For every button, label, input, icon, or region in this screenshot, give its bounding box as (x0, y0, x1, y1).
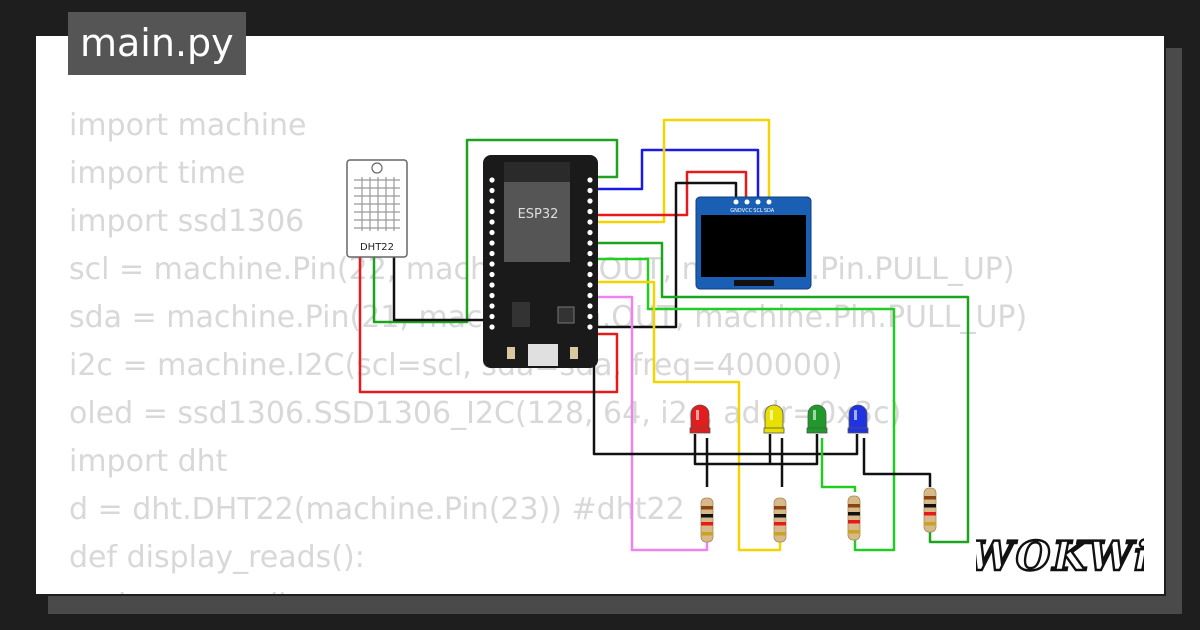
code-line: import ssd1306 (69, 204, 305, 239)
leds (689, 404, 869, 434)
wire-black-led4 (862, 438, 932, 487)
esp32-pin-left (489, 208, 495, 215)
oled-pin-labels: GND VCC SCL SDA (730, 208, 774, 214)
esp32-pin-left (489, 198, 495, 204)
oled-pin-gnd: GND (730, 208, 742, 214)
dht22-sensor[interactable]: DHT22 (346, 159, 408, 258)
esp32-label: ESP32 (518, 207, 559, 222)
wire-yellow-res2 (598, 280, 782, 552)
wire-black-bus (693, 434, 819, 466)
resistor[interactable] (923, 487, 937, 533)
wire-red-oled (598, 170, 748, 217)
led[interactable] (806, 404, 828, 434)
wire-red-dht (358, 257, 619, 394)
esp32-pin-right (587, 292, 593, 299)
esp32-pin-right (587, 282, 593, 288)
code-line: d.measure() (69, 582, 1027, 594)
esp32-pin-right (587, 187, 593, 194)
circuit-diagram: DHT22 ESP32 GND VCC SCL SDA (346, 118, 970, 552)
esp32-pin-right (587, 177, 593, 183)
code-line: import machine (69, 108, 307, 143)
wire-lime-led3 (820, 438, 857, 492)
esp32-pin-left (489, 271, 495, 278)
esp32-pins (489, 177, 593, 330)
esp32-pin-left (489, 240, 495, 246)
resistors (700, 487, 937, 543)
wire-lime-res3 (598, 257, 896, 552)
esp32-pin-right (587, 219, 593, 225)
esp32-pin-left (489, 261, 495, 267)
wire-green-res4 (598, 241, 970, 544)
esp32-pin-left (489, 282, 495, 288)
wire-blue-scl (598, 148, 760, 200)
wire-black-dht (392, 257, 488, 322)
esp32-pin-left (489, 219, 495, 225)
esp32-pin-left (489, 313, 495, 320)
esp32-pin-left (489, 250, 495, 257)
led[interactable] (689, 404, 711, 434)
oled-pin-scl: SCL (753, 208, 763, 214)
esp32-pin-right (587, 240, 593, 246)
esp32-pin-left (489, 303, 495, 309)
wire-green-dht (372, 138, 619, 324)
wires (358, 118, 970, 552)
esp32-pin-right (587, 324, 593, 330)
oled-display[interactable]: GND VCC SCL SDA (695, 196, 812, 290)
esp32-pin-right (587, 303, 593, 309)
project-card[interactable]: import machine import time import ssd130… (34, 34, 1166, 596)
wire-yellow-sda (598, 118, 771, 224)
wire-pink-res1 (598, 295, 709, 552)
esp32-pin-left (489, 177, 495, 183)
led[interactable] (763, 404, 785, 434)
esp32-pin-left (489, 229, 495, 236)
esp32-pin-right (587, 313, 593, 320)
oled-pin-sda: SDA (764, 208, 775, 214)
wokwi-logo: WOKWi (976, 532, 1144, 581)
esp32-pin-right (587, 250, 593, 257)
resistor[interactable] (847, 495, 861, 541)
code-line: d = dht.DHT22(machine.Pin(23)) #dht22 (69, 492, 685, 527)
esp32-pin-left (489, 292, 495, 299)
esp32-pin-left (489, 187, 495, 194)
code-line: import dht (69, 444, 228, 479)
resistor[interactable] (773, 497, 787, 543)
code-line: import time (69, 156, 246, 191)
esp32-board[interactable]: ESP32 (483, 155, 598, 368)
code-line: def display_reads(): (69, 540, 365, 575)
esp32-pin-right (587, 208, 593, 215)
led[interactable] (847, 404, 869, 434)
esp32-pin-right (587, 198, 593, 204)
oled-pin-vcc: VCC (742, 208, 753, 214)
file-tab[interactable]: main.py (68, 12, 246, 75)
wokwi-logo-text: WOKWi (976, 533, 1144, 580)
esp32-pin-right (587, 261, 593, 267)
esp32-pin-left (489, 324, 495, 330)
wire-black-oled (598, 181, 738, 329)
esp32-pin-right (587, 229, 593, 236)
resistor[interactable] (700, 497, 714, 543)
dht22-label: DHT22 (360, 242, 394, 253)
esp32-pin-right (587, 271, 593, 278)
